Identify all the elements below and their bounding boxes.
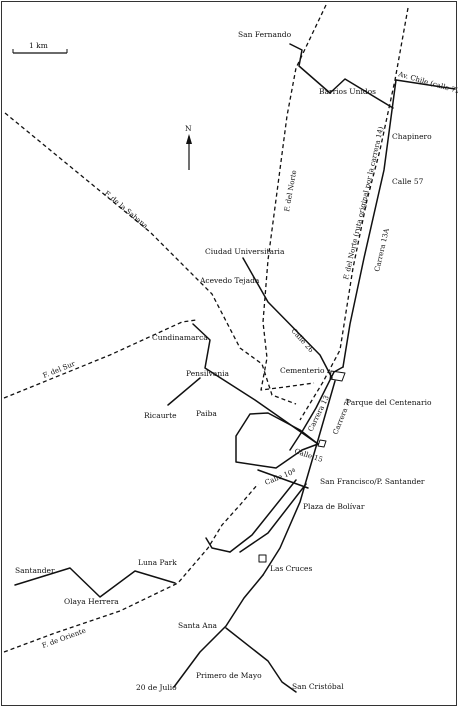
label-paiba: Paiba — [196, 409, 217, 418]
label-primero-mayo: Primero de Mayo — [196, 671, 262, 680]
label-cundinamarca: Cundinamarca — [152, 333, 208, 342]
railway-sur — [3, 319, 197, 399]
railway-norte — [260, 4, 327, 391]
railway-norte-original — [299, 7, 409, 421]
line-carrera-7 — [262, 380, 336, 576]
label-santander: Santander — [15, 566, 55, 575]
line-cundinamarca — [192, 323, 319, 445]
label-san-francisco: San Francisco/P. Santander — [320, 477, 425, 486]
line-carrera-13a — [342, 79, 397, 368]
railway-sabana — [4, 112, 297, 405]
label-f-norte: F. del Norte — [283, 170, 298, 213]
label-calle-57: Calle 57 — [392, 177, 424, 186]
line-calle-15-loop — [235, 412, 319, 469]
label-parque-centenario: Parque del Centenario — [346, 398, 432, 407]
label-ricaurte: Ricaurte — [144, 411, 177, 420]
label-f-sabana: F. de la Sabana — [103, 189, 150, 230]
label-av-chile: Av. Chile (calle 72) — [396, 70, 458, 96]
label-santa-ana: Santa Ana — [178, 621, 218, 630]
label-calle-15: Calle 15 — [293, 447, 323, 464]
line-calle-26 — [242, 257, 333, 379]
label-luna-park: Luna Park — [138, 558, 177, 567]
label-olaya-herrera: Olaya Herrera — [64, 597, 119, 606]
line-calle-10-b — [239, 483, 307, 553]
line-luna-park — [14, 567, 176, 598]
line-san-cristobal — [225, 627, 297, 693]
line-ricaurte — [167, 377, 201, 406]
scale-bar: 1 km — [12, 41, 68, 54]
block-centenario — [329, 370, 346, 382]
label-chapinero: Chapinero — [392, 132, 432, 141]
scale-label: 1 km — [29, 41, 48, 50]
line-centenario — [289, 366, 344, 451]
block-las-cruces — [258, 554, 267, 563]
label-cementerio: Cementerio — [280, 366, 325, 375]
label-carrera-13a: Carrera 13A — [373, 227, 391, 273]
line-calle-10-a — [229, 479, 297, 553]
line-20-julio — [173, 574, 264, 688]
label-san-cristobal: San Cristóbal — [292, 682, 344, 691]
line-av-chile — [395, 79, 456, 90]
label-las-cruces: Las Cruces — [270, 564, 312, 573]
label-carrera-13: Carrera 13 — [307, 394, 331, 433]
north-label: N — [185, 124, 192, 133]
label-pensilvania: Pensilvania — [186, 369, 230, 378]
label-plaza-bolivar: Plaza de Bolívar — [303, 502, 365, 511]
label-carrera-7: Carrera 7ª — [331, 397, 353, 436]
railway-oriente — [3, 483, 259, 653]
block-san-francisco — [317, 439, 327, 448]
label-san-fernando: San Fernando — [238, 30, 292, 39]
label-f-sur: F. del Sur — [42, 359, 77, 379]
label-20-julio: 20 de Julio — [136, 683, 177, 692]
line-san-fernando — [289, 43, 394, 109]
line-bolivar-link — [205, 537, 231, 553]
label-ciudad-universitaria: Ciudad Universitaria — [205, 247, 285, 256]
north-arrow: N — [185, 124, 192, 170]
line-calle-10-cross — [257, 469, 309, 489]
label-barrios-unidos: Barrios Unidos — [319, 87, 376, 96]
label-calle-26: Calle 26 — [290, 327, 316, 355]
label-acevedo-tejada: Acevedo Tejada — [199, 276, 260, 285]
